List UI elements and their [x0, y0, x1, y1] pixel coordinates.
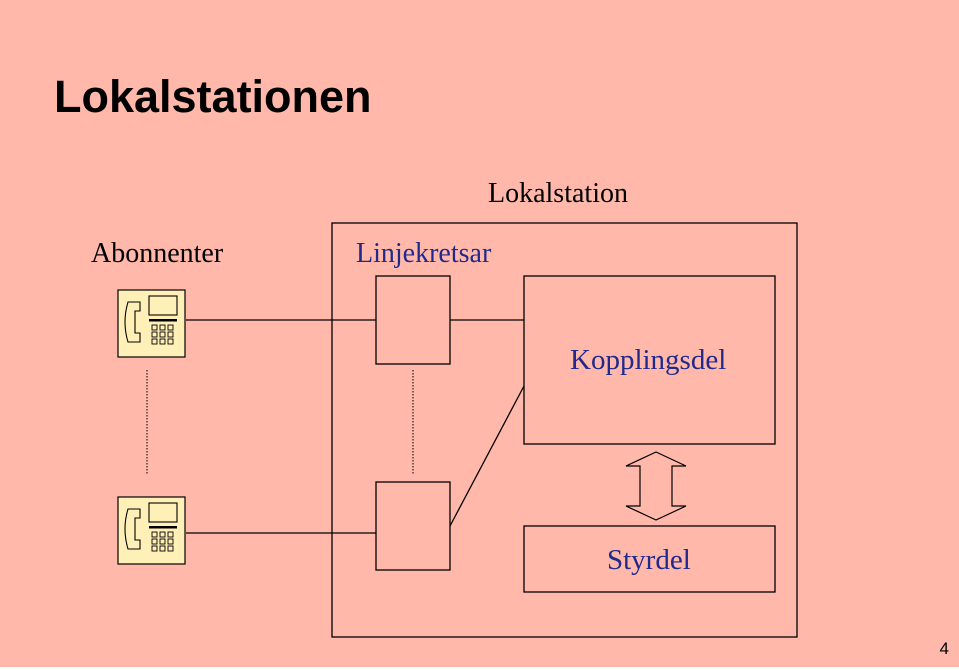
control-box	[523, 525, 776, 593]
station-box	[331, 222, 798, 638]
subscribers-label: Abonnenter	[91, 238, 224, 269]
wire-circuit2-to-switch	[449, 385, 525, 527]
telephone-icon	[117, 289, 186, 358]
switching-box	[523, 275, 776, 445]
telephone-icon	[117, 496, 186, 565]
line-circuit-box-bottom	[375, 481, 451, 571]
station-label: Lokalstation	[488, 178, 628, 209]
slide-title: Lokalstationen	[54, 71, 372, 122]
double-arrow-icon	[625, 451, 687, 521]
line-circuit-box-top	[375, 275, 451, 365]
line-circuits-label: Linjekretsar	[356, 238, 492, 269]
switching-label: Kopplingsdel	[570, 344, 727, 376]
control-label: Styrdel	[607, 544, 691, 576]
page-number: 4	[939, 639, 949, 658]
